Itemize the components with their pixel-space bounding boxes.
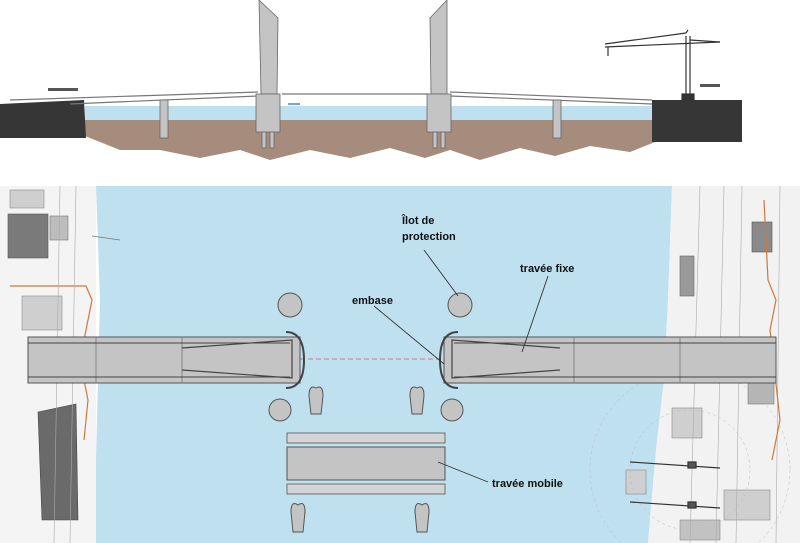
right-bank-annotation: [700, 84, 720, 87]
label-travee-fixe: travée fixe: [520, 263, 574, 275]
dolphin-right: [409, 386, 425, 415]
dolphin-left: [308, 386, 324, 415]
left-bank-annotation: [48, 88, 78, 91]
right-fixed-span: [443, 336, 777, 384]
label-travee-mobile: travée mobile: [492, 478, 563, 490]
left-bascule-leaf-raised: [258, 0, 279, 95]
moorings: [629, 461, 721, 509]
leader-ilot: [423, 249, 459, 297]
leader-travee-fixe: [521, 275, 549, 353]
left-fixed-span: [27, 336, 301, 384]
right-bank-elevation: [652, 100, 742, 142]
dolphins: [308, 386, 425, 415]
leader-lines: [373, 249, 549, 483]
riverbed-ground: [85, 118, 660, 160]
embase-right: [438, 331, 459, 389]
boats: [290, 503, 430, 533]
plan-view: Îlot de protection travée fixe embase tr…: [0, 185, 800, 543]
protection-islets: [268, 292, 473, 422]
left-bank-elevation: [0, 100, 86, 138]
intermediate-piers-elevation: [159, 99, 562, 139]
bridge-deck-elevation: [9, 91, 653, 105]
mobile-span: [286, 432, 446, 495]
embase-left: [285, 331, 306, 389]
boat-left: [290, 503, 306, 533]
label-ilot-line2: protection: [402, 231, 456, 243]
protection-islet-ne: [447, 292, 473, 318]
label-embase: embase: [352, 295, 393, 307]
river-water-elevation: [85, 106, 660, 120]
main-pier-right: [426, 93, 452, 149]
elevation-view: [0, 0, 742, 160]
protection-islet-sw: [268, 398, 292, 422]
boat-right: [414, 503, 430, 533]
leader-travee-mobile: [437, 461, 489, 483]
protection-islet-se: [440, 398, 464, 422]
label-ilot-line1: Îlot de: [401, 214, 434, 227]
leader-embase: [373, 305, 445, 365]
protection-islet-nw: [277, 292, 303, 318]
right-bascule-leaf-raised: [429, 0, 448, 95]
tower-crane-icon: [604, 29, 721, 101]
river-water-plan: [92, 186, 672, 543]
main-pier-left: [255, 93, 281, 149]
